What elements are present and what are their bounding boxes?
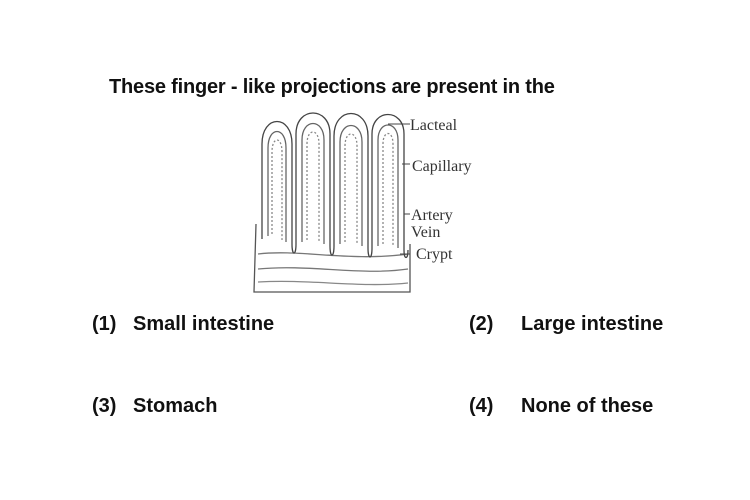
villi-diagram: Lacteal Capillary Artery Vein Crypt <box>250 104 500 296</box>
label-artery: Artery <box>411 207 453 224</box>
option-text: Large intestine <box>521 313 664 335</box>
option-text: Stomach <box>133 395 218 417</box>
label-crypt: Crypt <box>416 246 453 263</box>
option-number: (1) <box>92 313 117 335</box>
label-lacteal: Lacteal <box>410 117 458 134</box>
question-text: These finger - like projections are pres… <box>109 76 555 98</box>
option-1[interactable]: (1) Small intestine <box>92 313 274 336</box>
option-number: (4) <box>469 395 494 417</box>
option-3[interactable]: (3) Stomach <box>92 395 217 418</box>
option-text: None of these <box>521 395 654 417</box>
villi-illustration <box>253 112 411 293</box>
label-leaders <box>388 123 410 255</box>
option-2[interactable]: (2) Large intestine <box>469 313 663 336</box>
label-capillary: Capillary <box>412 158 472 175</box>
option-text: Small intestine <box>133 313 275 335</box>
label-vein: Vein <box>411 224 440 241</box>
option-number: (2) <box>469 313 494 335</box>
option-number: (3) <box>92 395 117 417</box>
option-4[interactable]: (4) None of these <box>469 395 653 418</box>
